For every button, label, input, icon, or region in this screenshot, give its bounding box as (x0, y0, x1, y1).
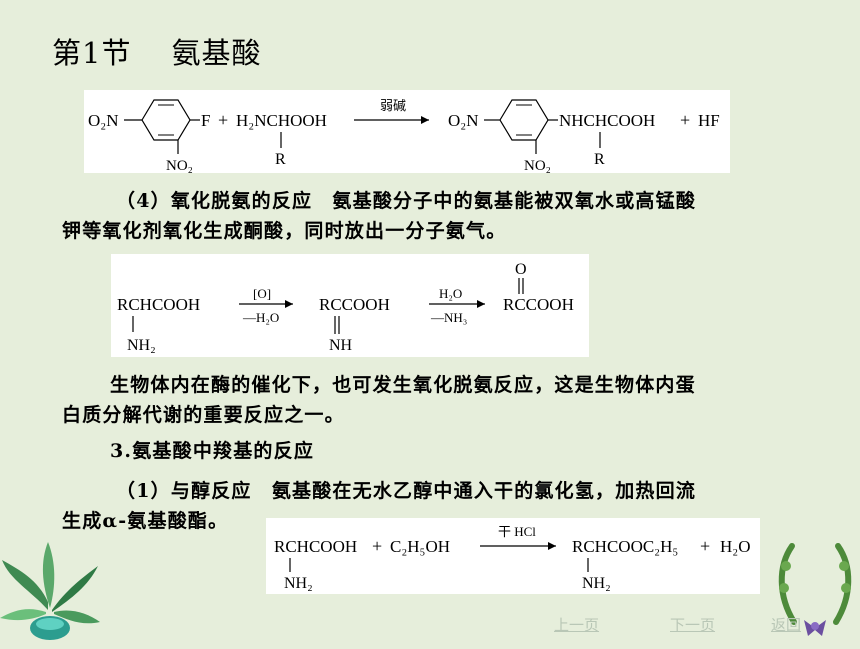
r3-product: RCHCOOC₂H₅ (572, 537, 678, 556)
r3-product-nh2: NH₂ (582, 575, 611, 592)
r3-reactant-nh2: NH₂ (284, 575, 313, 592)
r2-reactant-nh2: NH₂ (127, 337, 156, 354)
r3-ethanol: C₂H₅OH (390, 537, 450, 556)
r2-product: RCCOOH (503, 295, 574, 314)
r2-arrow-1 (285, 300, 293, 308)
reaction-sanger: O₂N F NO₂ + H₂NCHOOH R 弱碱 O₂N NHCHCOOH N… (84, 90, 730, 173)
next-page-link[interactable]: 下一页 (670, 616, 716, 634)
r2-cond1-top: [O] (253, 286, 271, 301)
r2-intermediate-nh: NH (329, 337, 353, 354)
para1-line1: （1）与醇反应 氨基酸在无水乙醇中通入干的氯化氢，加热回流 (116, 480, 697, 502)
r1-hf: HF (698, 111, 720, 130)
paragraph-alcohol-reaction: （1）与醇反应 氨基酸在无水乙醇中通入干的氯化氢，加热回流 生成α-氨基酸酯。 (62, 476, 842, 536)
r3-reactant: RCHCOOH (274, 537, 357, 556)
r2-intermediate: RCCOOH (319, 295, 390, 314)
r2-arrow-2 (477, 300, 485, 308)
para4-line1: （4）氧化脱氨的反应 氨基酸分子中的氨基能被双氧水或高锰酸 (116, 190, 697, 212)
para1-line2: 生成α-氨基酸酯。 (62, 510, 229, 532)
section-number: 第1节 (52, 36, 132, 70)
r1-amino-acid: H₂NCHOOH (236, 111, 327, 130)
r1-p-o2n: O₂N (448, 111, 478, 130)
wreath-decoration-icon (772, 536, 858, 645)
para4-line2: 钾等氧化剂氧化生成酮酸，同时放出一分子氨气。 (62, 220, 507, 242)
r3-plus-2: + (700, 536, 710, 556)
para-bio-line2: 白质分解代谢的重要反应之一。 (62, 404, 345, 426)
para-bio-line1: 生物体内在酶的催化下，也可发生氧化脱氨反应，这是生物体内蛋 (110, 374, 696, 396)
r2-cond2-bot: —NH₃ (430, 310, 467, 325)
back-link[interactable]: 返回 (771, 616, 802, 634)
r3-condition: 干 HCl (498, 524, 536, 539)
r1-p-no2: NO₂ (524, 158, 551, 173)
r2-cond1-bot: —H₂O (242, 310, 279, 325)
r2-product-o: O (515, 261, 527, 278)
r1-p-r: R (594, 151, 605, 168)
r1-o2n: O₂N (88, 111, 118, 130)
reaction-deamination: RCHCOOH NH₂ [O] —H₂O RCCOOH NH H₂O —NH₃ … (111, 254, 589, 357)
paragraph-biological: 生物体内在酶的催化下，也可发生氧化脱氨反应，这是生物体内蛋 白质分解代谢的重要反… (62, 370, 842, 430)
prev-page-link[interactable]: 上一页 (554, 616, 600, 634)
r3-arrow (548, 542, 556, 550)
r1-plus-1: + (218, 110, 228, 130)
r1-condition: 弱碱 (380, 98, 406, 113)
heading-carboxyl-reactions: 3.氨基酸中羧基的反应 (110, 440, 315, 462)
section-title: 氨基酸 (171, 36, 262, 70)
r3-plus-1: + (372, 536, 382, 556)
plant-decoration-icon (0, 540, 100, 645)
r1-no2: NO₂ (166, 158, 193, 173)
r1-f: F (201, 111, 210, 130)
r1-p-substituent: NHCHCOOH (559, 111, 655, 130)
page-title: 第1节 氨基酸 (52, 30, 261, 72)
paragraph-oxidative-deamination: （4）氧化脱氨的反应 氨基酸分子中的氨基能被双氧水或高锰酸 钾等氧化剂氧化生成酮… (62, 186, 842, 246)
r2-reactant: RCHCOOH (117, 295, 200, 314)
r1-r: R (275, 151, 286, 168)
benzene-ring-2 (499, 99, 549, 141)
r2-cond2-top: H₂O (439, 286, 462, 301)
benzene-ring-1 (141, 99, 191, 141)
r1-arrow (421, 116, 429, 124)
r1-plus-2: + (680, 110, 690, 130)
reaction-esterification: RCHCOOH NH₂ + C₂H₅OH 干 HCl RCHCOOC₂H₅ NH… (266, 518, 760, 594)
r3-water: H₂O (720, 537, 750, 556)
